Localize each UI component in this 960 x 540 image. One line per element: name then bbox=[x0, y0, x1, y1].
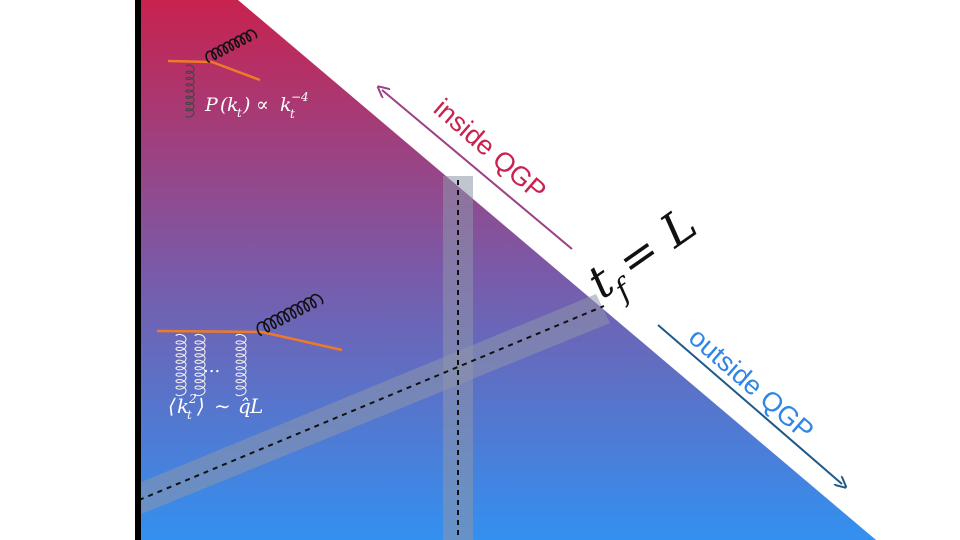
formula-k-sup: 2 bbox=[188, 392, 197, 406]
top-emission-diagram bbox=[167, 29, 261, 118]
formula-p: P bbox=[204, 94, 219, 116]
formula-k2-sub: t bbox=[290, 107, 295, 121]
inside-arrow bbox=[382, 90, 573, 250]
formula-sim: ∼ bbox=[214, 394, 231, 418]
formula-proportional: ∝ bbox=[256, 94, 269, 116]
formula-k2: k bbox=[280, 94, 292, 116]
formula-k: k bbox=[177, 394, 189, 418]
formula-angle-open: ⟨ bbox=[168, 394, 176, 418]
tf-equals-l: = L bbox=[607, 196, 707, 288]
qgp-medium-region bbox=[139, 0, 876, 540]
outside-arrow bbox=[657, 324, 842, 484]
bottom-formula: ⟨ k t 2 ⟩ ∼ q̂ L bbox=[168, 392, 263, 422]
length-dashed-line bbox=[138, 305, 605, 501]
formula-l: L bbox=[249, 394, 263, 418]
formula-paren-close: ) bbox=[242, 94, 250, 116]
bottom-emission-diagram: ... bbox=[156, 293, 343, 397]
formula-k: k bbox=[227, 94, 239, 116]
exchange-gluon bbox=[185, 64, 195, 118]
emitted-gluon bbox=[205, 29, 258, 63]
formula-k-sub: t bbox=[237, 106, 242, 120]
formula-qhat: q̂ bbox=[238, 394, 251, 418]
exchange-dots: ... bbox=[203, 356, 220, 377]
formula-angle-close: ⟩ bbox=[196, 394, 205, 418]
formula-k2-sup: −4 bbox=[291, 90, 309, 104]
quark-line bbox=[156, 329, 263, 334]
formula-paren-open: ( bbox=[220, 94, 228, 116]
left-axis bbox=[135, 0, 141, 540]
top-formula: P ( k t ) ∝ k t −4 bbox=[204, 90, 309, 121]
quark-line-outgoing bbox=[211, 60, 261, 82]
formula-k-sub: t bbox=[187, 408, 192, 422]
exchange-gluon-2 bbox=[194, 333, 206, 397]
quark-line bbox=[167, 59, 213, 64]
emitted-gluon bbox=[256, 293, 324, 336]
diagonal-band bbox=[139, 294, 610, 515]
exchange-gluon-3 bbox=[235, 333, 247, 397]
exchange-gluon-1 bbox=[175, 333, 187, 397]
quark-line-outgoing bbox=[261, 330, 343, 352]
